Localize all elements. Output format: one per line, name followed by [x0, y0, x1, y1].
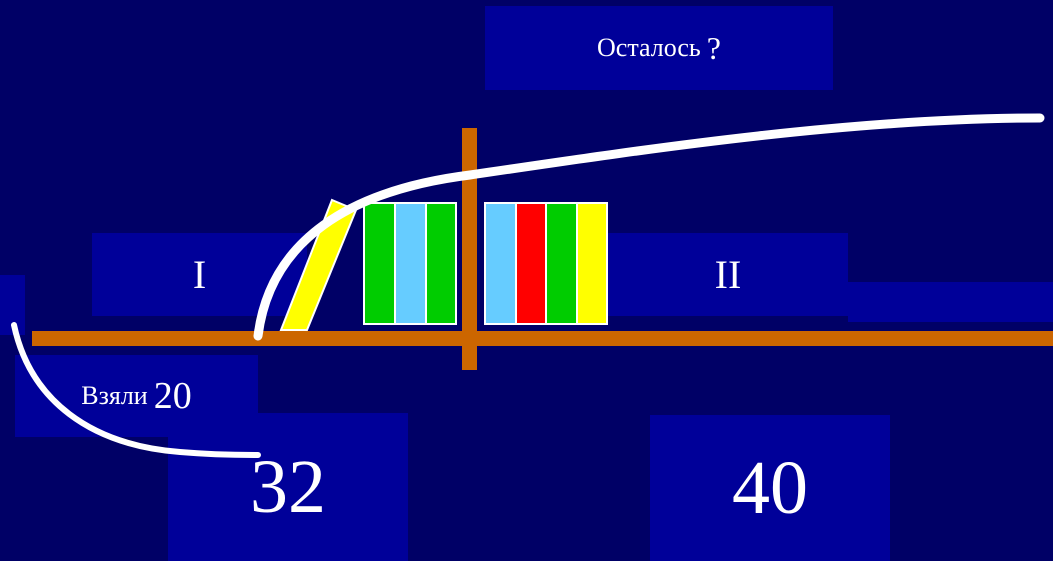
right-books — [484, 202, 608, 325]
book — [425, 202, 457, 325]
book — [363, 202, 396, 325]
left-count: 32 — [168, 413, 408, 561]
right-count: 40 — [650, 415, 890, 561]
remaining-arc — [253, 113, 1045, 341]
falling-book — [279, 198, 358, 331]
shelf-divider — [462, 128, 477, 370]
taken-text: Взяли — [81, 381, 148, 410]
left-books — [363, 202, 457, 325]
shelf-label-II: II — [608, 233, 848, 316]
taken-arc — [11, 322, 261, 458]
shelf-label-I: I — [92, 233, 307, 316]
book — [484, 202, 517, 325]
book — [545, 202, 578, 325]
remaining-text: Осталось — [597, 33, 701, 62]
book — [515, 202, 547, 325]
question-mark: ? — [706, 29, 721, 66]
shelf-board — [32, 331, 1053, 346]
book — [394, 202, 427, 325]
taken-value: 20 — [153, 375, 192, 417]
book — [576, 202, 608, 325]
panel-right-extension — [848, 282, 1053, 322]
remaining-label-box: Осталось ? — [485, 6, 833, 90]
